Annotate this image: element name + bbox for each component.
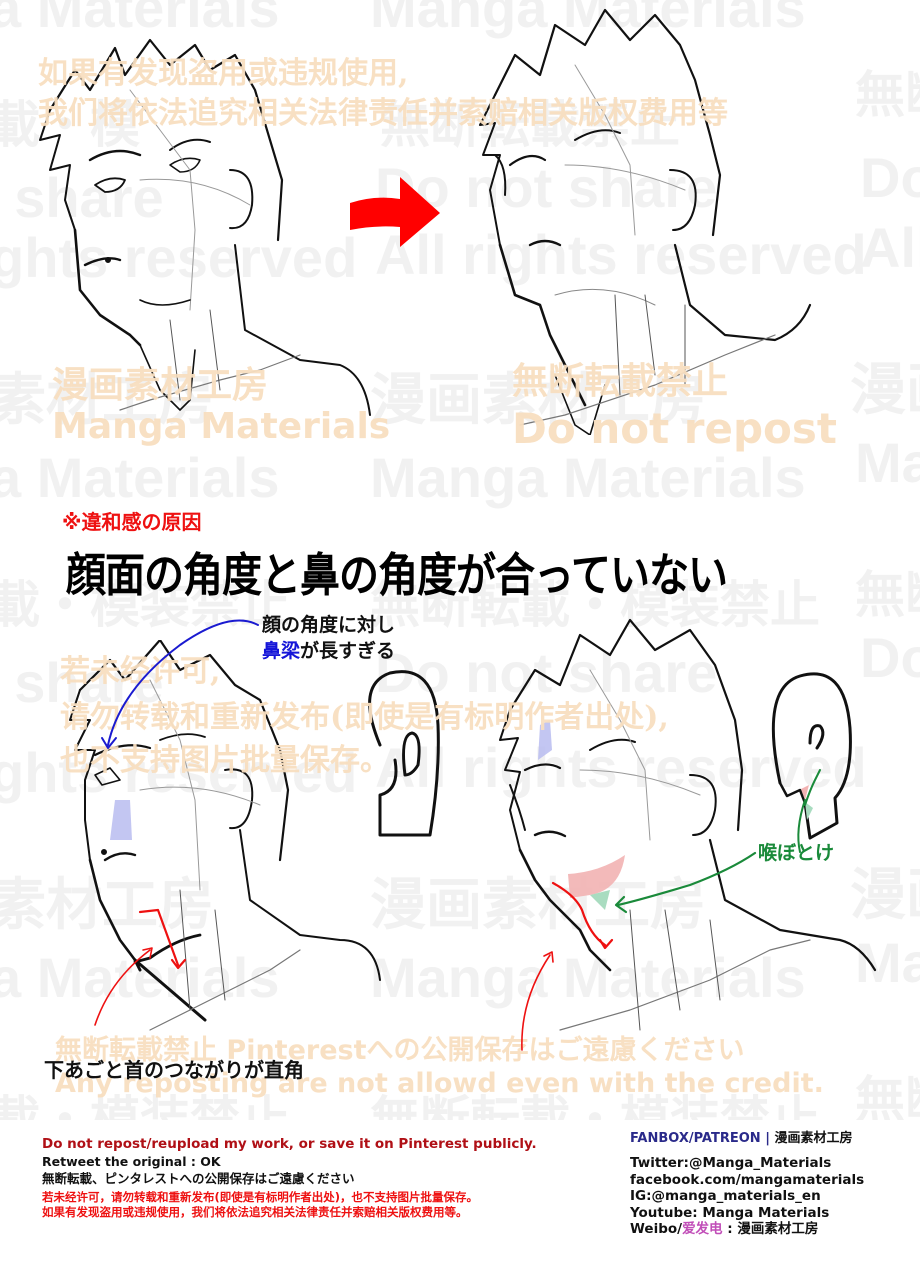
green-arrow-icon <box>804 769 821 806</box>
gray-watermark-text: ghts reserved <box>0 741 358 804</box>
orange-watermark-text: 我们将依法追究相关法律责任并索赔相关版权费用等 <box>38 96 728 131</box>
gray-watermark-text: a Materials <box>0 0 280 39</box>
gray-watermark-text: a Materials <box>0 946 280 1009</box>
gray-watermark-text: Manga Materials <box>370 0 806 39</box>
side-profile-correct-nose <box>771 672 852 840</box>
gray-watermark-text: 無断 <box>855 1072 920 1128</box>
repost-warning-cn-1: 若未经许可，请勿转载和重新发布(即使是有标明作者出处)，也不支持图片批量保存。 <box>42 1190 479 1204</box>
gray-watermark-text: Manga Materials <box>370 446 806 509</box>
side-profile-long-nose <box>368 670 440 837</box>
studio-name: 漫画素材工房 <box>774 1131 853 1146</box>
orange-watermark-text: 無断転載禁止 <box>512 361 729 402</box>
orange-watermark-text: 也不支持图片批量保存。 <box>60 743 390 778</box>
repost-warning-en: Do not repost/reupload my work, or save … <box>42 1136 537 1152</box>
head-sketch-correct <box>499 618 877 1031</box>
head-sketch-after <box>479 8 812 435</box>
adams-apple-label: 喉ぼとけ <box>758 842 835 864</box>
gray-watermark-text: 素材工房 <box>0 368 214 431</box>
orange-watermark-text: Do not repost <box>512 404 837 453</box>
youtube-link[interactable]: Youtube: Manga Materials <box>630 1204 830 1221</box>
red-arrow-icon <box>350 177 440 247</box>
facebook-link[interactable]: facebook.com/mangamaterials <box>630 1171 865 1188</box>
retweet-ok: Retweet the original : OK <box>42 1154 221 1169</box>
gray-watermark-text: Manga Materials <box>370 946 806 1009</box>
head-sketch-before <box>39 38 371 416</box>
weibo-prefix: Weibo/ <box>630 1221 683 1237</box>
weibo-suffix: : 漫画素材工房 <box>722 1221 819 1237</box>
gray-watermark-text: 載・模装禁止 <box>0 577 290 633</box>
main-title: 顔面の角度と鼻の角度が合っていない <box>66 548 728 603</box>
cause-label: ※違和感の原因 <box>62 510 202 534</box>
gray-watermark-text: 無断 <box>855 67 920 123</box>
footer-notice: Do not repost/reupload my work, or save … <box>42 1136 537 1220</box>
gray-watermark-text: t share <box>0 651 164 714</box>
gray-watermark-text: All rights reserved <box>375 223 867 286</box>
orange-watermark-text: 如果有发现盗用或违规使用, <box>38 56 409 91</box>
gray-watermark-text: a Materials <box>0 446 280 509</box>
instagram-link[interactable]: IG:@manga_materials_en <box>630 1188 821 1204</box>
weibo-link[interactable]: Weibo/爱发电 : 漫画素材工房 <box>630 1221 864 1238</box>
twitter-link[interactable]: Twitter:@Manga_Materials <box>630 1155 832 1171</box>
gray-watermark-text: 載・模 <box>0 97 140 153</box>
gray-watermark-text: Do <box>860 146 920 209</box>
orange-watermark-text: 無断転載禁止 Pinterestへの公開保存はご遠慮ください <box>55 1035 745 1066</box>
annotation-arrows <box>94 619 821 1051</box>
aifadian-label: 爱发电 <box>682 1221 723 1237</box>
separator: | <box>760 1131 775 1146</box>
gray-watermark-text: ghts reserved <box>0 226 358 289</box>
gray-watermark-text: 無断転載・模装禁止 <box>370 577 820 633</box>
fanbox-patreon-link[interactable]: FANBOX/PATREON <box>630 1131 761 1146</box>
footer: Do not repost/reupload my work, or save … <box>0 1120 920 1267</box>
repost-warning-jp: 無断転載、ピンタレストへの公開保存はご遠慮ください <box>42 1171 355 1186</box>
repost-warning-cn-2: 如果有发现盗用或违规使用，我们将依法追究相关法律责任并索赔相关版权费用等。 <box>42 1205 468 1219</box>
gray-watermark-text: Do <box>860 626 920 689</box>
footer-links: FANBOX/PATREON | 漫画素材工房 Twitter:@Manga_M… <box>630 1130 864 1238</box>
gray-watermark-text: All <box>860 216 920 279</box>
nose-note-rest: が長すぎる <box>300 640 396 662</box>
blue-arrow-icon <box>107 619 259 746</box>
nose-bridge-term: 鼻梁 <box>262 640 301 662</box>
patreon-line: FANBOX/PATREON | 漫画素材工房 <box>630 1130 864 1147</box>
nose-bridge-note: 顔の角度に対し 鼻梁が長すぎる <box>262 612 395 664</box>
head-sketch-wrong-nose <box>69 640 381 1031</box>
orange-watermark-text: 请勿转载和重新发布(即使是有标明作者出处), <box>60 700 669 735</box>
orange-watermark-text: Any reposting are not allowd even with t… <box>55 1068 824 1099</box>
jaw-neck-note: 下あごと首のつながりが直角 <box>44 1058 304 1082</box>
gray-watermark-text: 素材工房 <box>0 873 214 936</box>
gray-watermark-text: All rights reserved <box>375 736 867 799</box>
orange-watermark-text: 漫画素材工房 <box>52 365 269 406</box>
gray-watermark-text: 無断 <box>855 567 920 623</box>
nose-note-line1: 顔の角度に対し <box>262 614 396 636</box>
gray-watermark-text: Ma <box>855 931 920 994</box>
gray-watermark-text: 漫画 <box>850 863 920 926</box>
orange-watermark-text: Manga Materials <box>52 406 391 447</box>
gray-watermark-text: Ma <box>855 431 920 494</box>
gray-watermark-text: 漫画 <box>850 358 920 421</box>
red-jaw-arrow-icon <box>138 908 180 967</box>
gray-watermark-text: t share <box>0 166 164 229</box>
gray-watermark-text: 無断転載禁止 <box>380 97 680 153</box>
nose-note-line2: 鼻梁が長すぎる <box>262 638 395 664</box>
